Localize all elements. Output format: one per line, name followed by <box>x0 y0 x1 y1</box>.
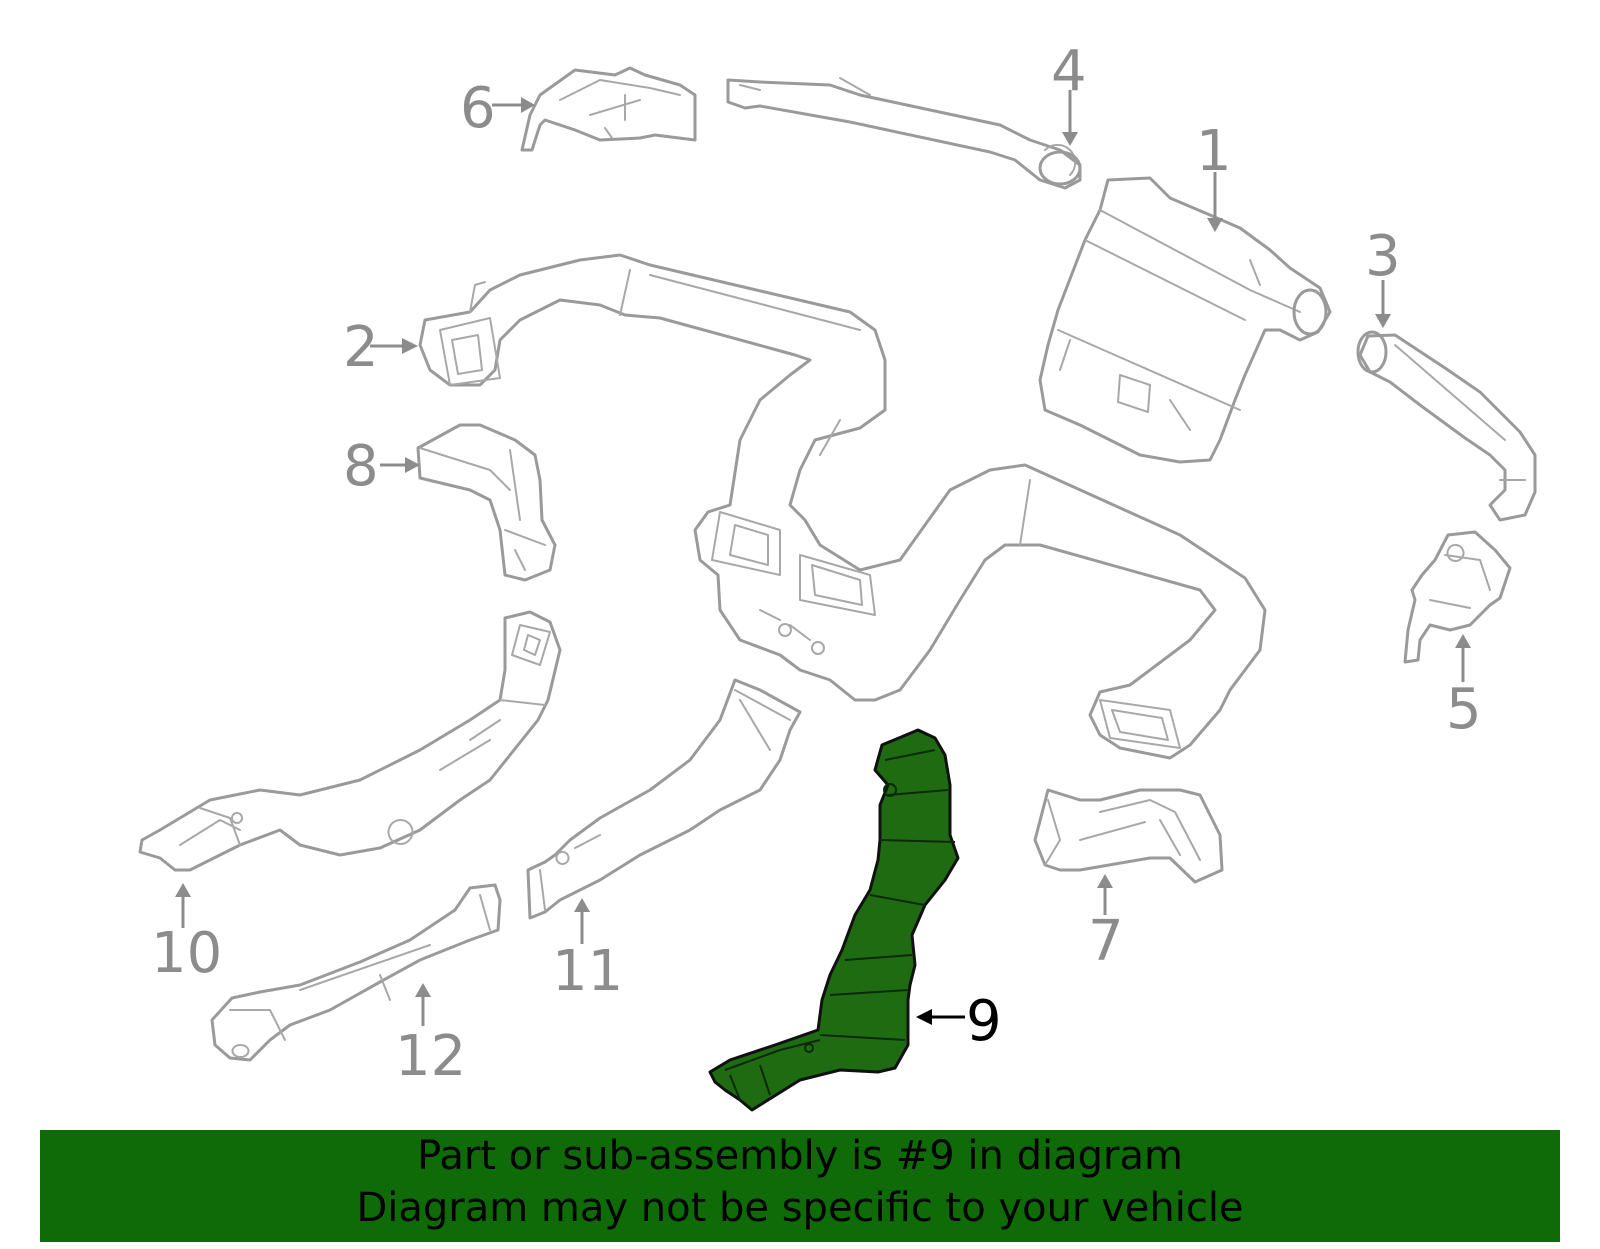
part-1 <box>1038 176 1332 464</box>
part-6 <box>520 66 697 152</box>
leader-lines <box>175 90 1471 1026</box>
info-banner: Part or sub-assembly is #9 in diagram Di… <box>40 1130 1560 1242</box>
callout-12: 12 <box>395 1024 466 1089</box>
callout-3: 3 <box>1365 224 1401 289</box>
part-2 <box>418 253 1267 760</box>
part-7 <box>1033 788 1224 884</box>
part-3 <box>1356 330 1537 522</box>
callout-6: 6 <box>460 76 496 141</box>
callout-numbers: 1 2 3 4 5 6 7 8 9 10 11 12 <box>151 39 1482 1089</box>
banner-line-2: Diagram may not be specific to your vehi… <box>356 1185 1244 1231</box>
callout-9: 9 <box>966 989 1002 1054</box>
callout-7: 7 <box>1088 909 1124 974</box>
part-8 <box>416 423 557 582</box>
callout-5: 5 <box>1446 677 1482 742</box>
callout-11: 11 <box>552 939 623 1004</box>
callout-10: 10 <box>151 921 222 986</box>
part-10 <box>138 610 562 872</box>
part-11 <box>526 678 802 920</box>
callout-1: 1 <box>1196 119 1232 184</box>
callout-4: 4 <box>1051 39 1087 104</box>
callout-2: 2 <box>343 315 379 380</box>
part-9 <box>708 728 960 1112</box>
part-4 <box>726 77 1082 190</box>
banner-line-1: Part or sub-assembly is #9 in diagram <box>417 1133 1183 1179</box>
part-5 <box>1403 530 1512 664</box>
callout-8: 8 <box>343 434 379 499</box>
part-12 <box>210 883 502 1062</box>
